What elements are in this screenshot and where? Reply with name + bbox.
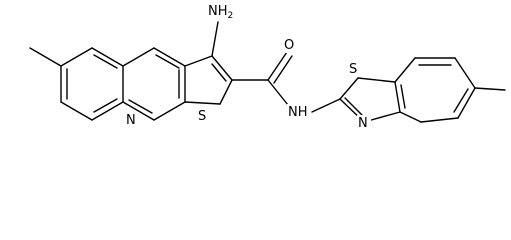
amino-label: NH2 <box>208 4 233 21</box>
thiophene-sulfur-label: S <box>198 109 206 124</box>
benzene-ring-left <box>60 47 124 121</box>
amide-n-bond <box>311 98 341 113</box>
thiazole-nitrogen-label: N <box>358 116 368 131</box>
amino-bond <box>211 21 219 57</box>
amide-nh-label: NH <box>288 105 308 120</box>
thiazole-sulfur-label: S <box>349 62 357 77</box>
methyl-left <box>29 47 62 67</box>
pyridine-ring <box>122 47 186 121</box>
quinoline-nitrogen-label: N <box>126 113 136 128</box>
benzene-ring-right <box>394 57 476 123</box>
oxygen-label: O <box>284 38 294 53</box>
structure-svg: NH2 O N S NH S N <box>29 3 506 131</box>
molecule-diagram: NH2 O N S NH S N <box>29 3 506 131</box>
thiophene-ring <box>184 55 233 105</box>
carboxamide <box>231 51 293 111</box>
methyl-right <box>474 87 506 91</box>
